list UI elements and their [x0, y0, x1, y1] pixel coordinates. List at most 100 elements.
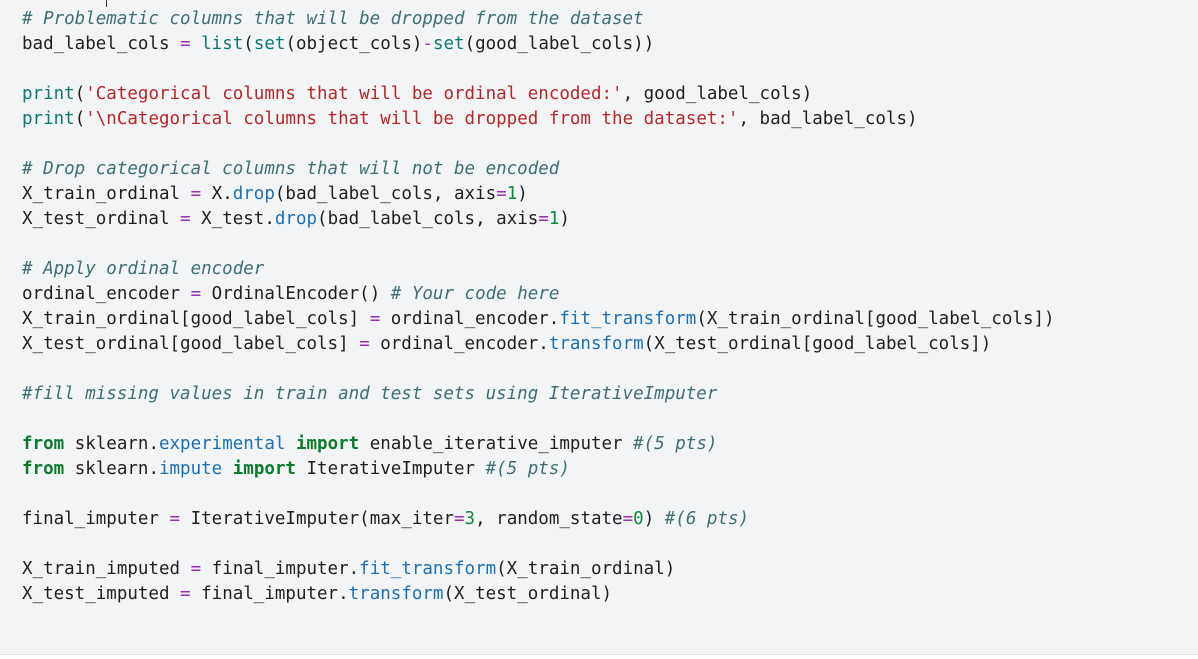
code-token-plain: , random_state [475, 509, 623, 529]
code-token-method: experimental [158, 434, 286, 454]
code-token-plain: , bad_label_cols) [738, 109, 918, 129]
code-token-plain: final_imputer [22, 509, 170, 529]
code-token-comment: #(6 pts) [664, 509, 750, 529]
code-token-plain [191, 34, 202, 54]
code-line [22, 407, 1055, 432]
text-cursor [106, 0, 107, 7]
code-token-operator: = [454, 509, 465, 529]
code-token-operator: = [369, 309, 381, 329]
code-line: X_train_ordinal = X.drop(bad_label_cols,… [22, 182, 1055, 207]
code-editor[interactable]: # Problematic columns that will be dropp… [22, 7, 1055, 607]
code-token-plain: OrdinalEncoder() [201, 284, 391, 304]
code-token-number: 1 [548, 209, 560, 229]
code-token-operator: = [622, 509, 634, 529]
code-token-plain: ordinal_encoder [22, 284, 191, 304]
code-line: # Problematic columns that will be dropp… [22, 7, 1055, 32]
code-token-plain: ( [74, 84, 86, 104]
code-token-method: fit_transform [559, 309, 697, 329]
code-token-keyword: from [22, 434, 65, 454]
code-line: from sklearn.experimental import enable_… [22, 432, 1055, 457]
code-token-plain: IterativeImputer(max_iter [180, 509, 454, 529]
code-token-operator: = [359, 334, 370, 354]
code-token-method: transform [548, 334, 644, 354]
code-token-plain: IterativeImputer [295, 459, 486, 479]
code-token-plain: ) [559, 209, 570, 229]
code-line: print('\nCategorical columns that will b… [22, 107, 1055, 132]
code-token-string: 'Categorical columns that will be ordina… [85, 84, 623, 104]
code-token-comment: # Apply ordinal encoder [22, 259, 265, 279]
code-token-method: transform [348, 584, 444, 604]
code-token-operator: = [190, 559, 202, 579]
code-token-plain: ) [643, 509, 665, 529]
code-token-plain: X_train_ordinal[good_label_cols] [22, 309, 370, 329]
code-token-number: 3 [464, 509, 476, 529]
code-token-plain: X_train_ordinal [22, 184, 191, 204]
code-token-plain: sklearn. [64, 459, 159, 479]
code-line: X_test_imputed = final_imputer.transform… [22, 582, 1055, 607]
code-token-operator: = [180, 34, 191, 54]
code-token-plain: X. [201, 184, 233, 204]
code-token-plain: ( [243, 34, 254, 54]
code-line [22, 57, 1055, 82]
code-line: X_train_ordinal[good_label_cols] = ordin… [22, 307, 1055, 332]
code-token-operator: - [422, 34, 433, 54]
code-token-plain: sklearn. [64, 434, 159, 454]
code-line [22, 482, 1055, 507]
code-line: bad_label_cols = list(set(object_cols)-s… [22, 32, 1055, 57]
code-token-plain: , good_label_cols) [622, 84, 813, 104]
code-token-comment: # Problematic columns that will be dropp… [22, 9, 644, 29]
code-token-plain: final_imputer. [190, 584, 349, 604]
code-line: ordinal_encoder = OrdinalEncoder() # You… [22, 282, 1055, 307]
code-line: #fill missing values in train and test s… [22, 382, 1055, 407]
code-line: # Apply ordinal encoder [22, 257, 1055, 282]
code-token-plain: (X_test_ordinal[good_label_cols]) [643, 334, 992, 354]
code-token-comment: # Drop categorical columns that will not… [22, 159, 560, 179]
code-token-plain: ordinal_encoder. [380, 309, 560, 329]
code-token-plain [222, 459, 233, 479]
code-line: print('Categorical columns that will be … [22, 82, 1055, 107]
code-token-plain: (good_label_cols)) [464, 34, 655, 54]
code-token-builtin: set [432, 34, 465, 54]
code-token-comment: #(5 pts) [485, 459, 570, 479]
code-token-plain: (bad_label_cols, axis [274, 184, 497, 204]
code-token-plain: (X_train_ordinal[good_label_cols]) [696, 309, 1055, 329]
code-token-operator: = [538, 209, 549, 229]
code-token-plain: X_test_ordinal [22, 209, 181, 229]
code-token-plain: ( [74, 109, 86, 129]
code-token-plain: (X_test_ordinal) [443, 584, 613, 604]
code-line: X_test_ordinal = X_test.drop(bad_label_c… [22, 207, 1055, 232]
code-token-plain: final_imputer. [201, 559, 360, 579]
code-line [22, 132, 1055, 157]
code-token-plain: ) [517, 184, 528, 204]
code-line: X_train_imputed = final_imputer.fit_tran… [22, 557, 1055, 582]
code-token-builtin: print [22, 84, 75, 104]
code-token-plain: X_test_ordinal[good_label_cols] [22, 334, 360, 354]
code-line: X_test_ordinal[good_label_cols] = ordina… [22, 332, 1055, 357]
code-line: final_imputer = IterativeImputer(max_ite… [22, 507, 1055, 532]
code-token-operator: = [180, 209, 191, 229]
code-token-operator: = [496, 184, 507, 204]
code-line: # Drop categorical columns that will not… [22, 157, 1055, 182]
code-token-keyword: import [232, 459, 296, 479]
code-token-plain: (bad_label_cols, axis [317, 209, 539, 229]
code-token-operator: = [190, 284, 202, 304]
code-token-plain: enable_iterative_imputer [359, 434, 634, 454]
code-token-builtin: set [253, 34, 286, 54]
code-token-number: 1 [506, 184, 518, 204]
code-token-method: drop [232, 184, 275, 204]
code-token-string: '\nCategorical columns that will be drop… [85, 109, 739, 129]
code-token-comment: # Your code here [390, 284, 560, 304]
code-line [22, 357, 1055, 382]
code-token-plain [285, 434, 296, 454]
code-token-comment: #(5 pts) [633, 434, 718, 454]
code-token-method: fit_transform [359, 559, 497, 579]
code-token-plain: ordinal_encoder. [369, 334, 549, 354]
code-token-builtin: list [201, 34, 244, 54]
code-token-keyword: import [295, 434, 360, 454]
code-token-plain: bad_label_cols [22, 34, 181, 54]
code-line: from sklearn.impute import IterativeImpu… [22, 457, 1055, 482]
code-token-keyword: from [22, 459, 65, 479]
code-token-method: drop [274, 209, 318, 229]
code-line [22, 532, 1055, 557]
